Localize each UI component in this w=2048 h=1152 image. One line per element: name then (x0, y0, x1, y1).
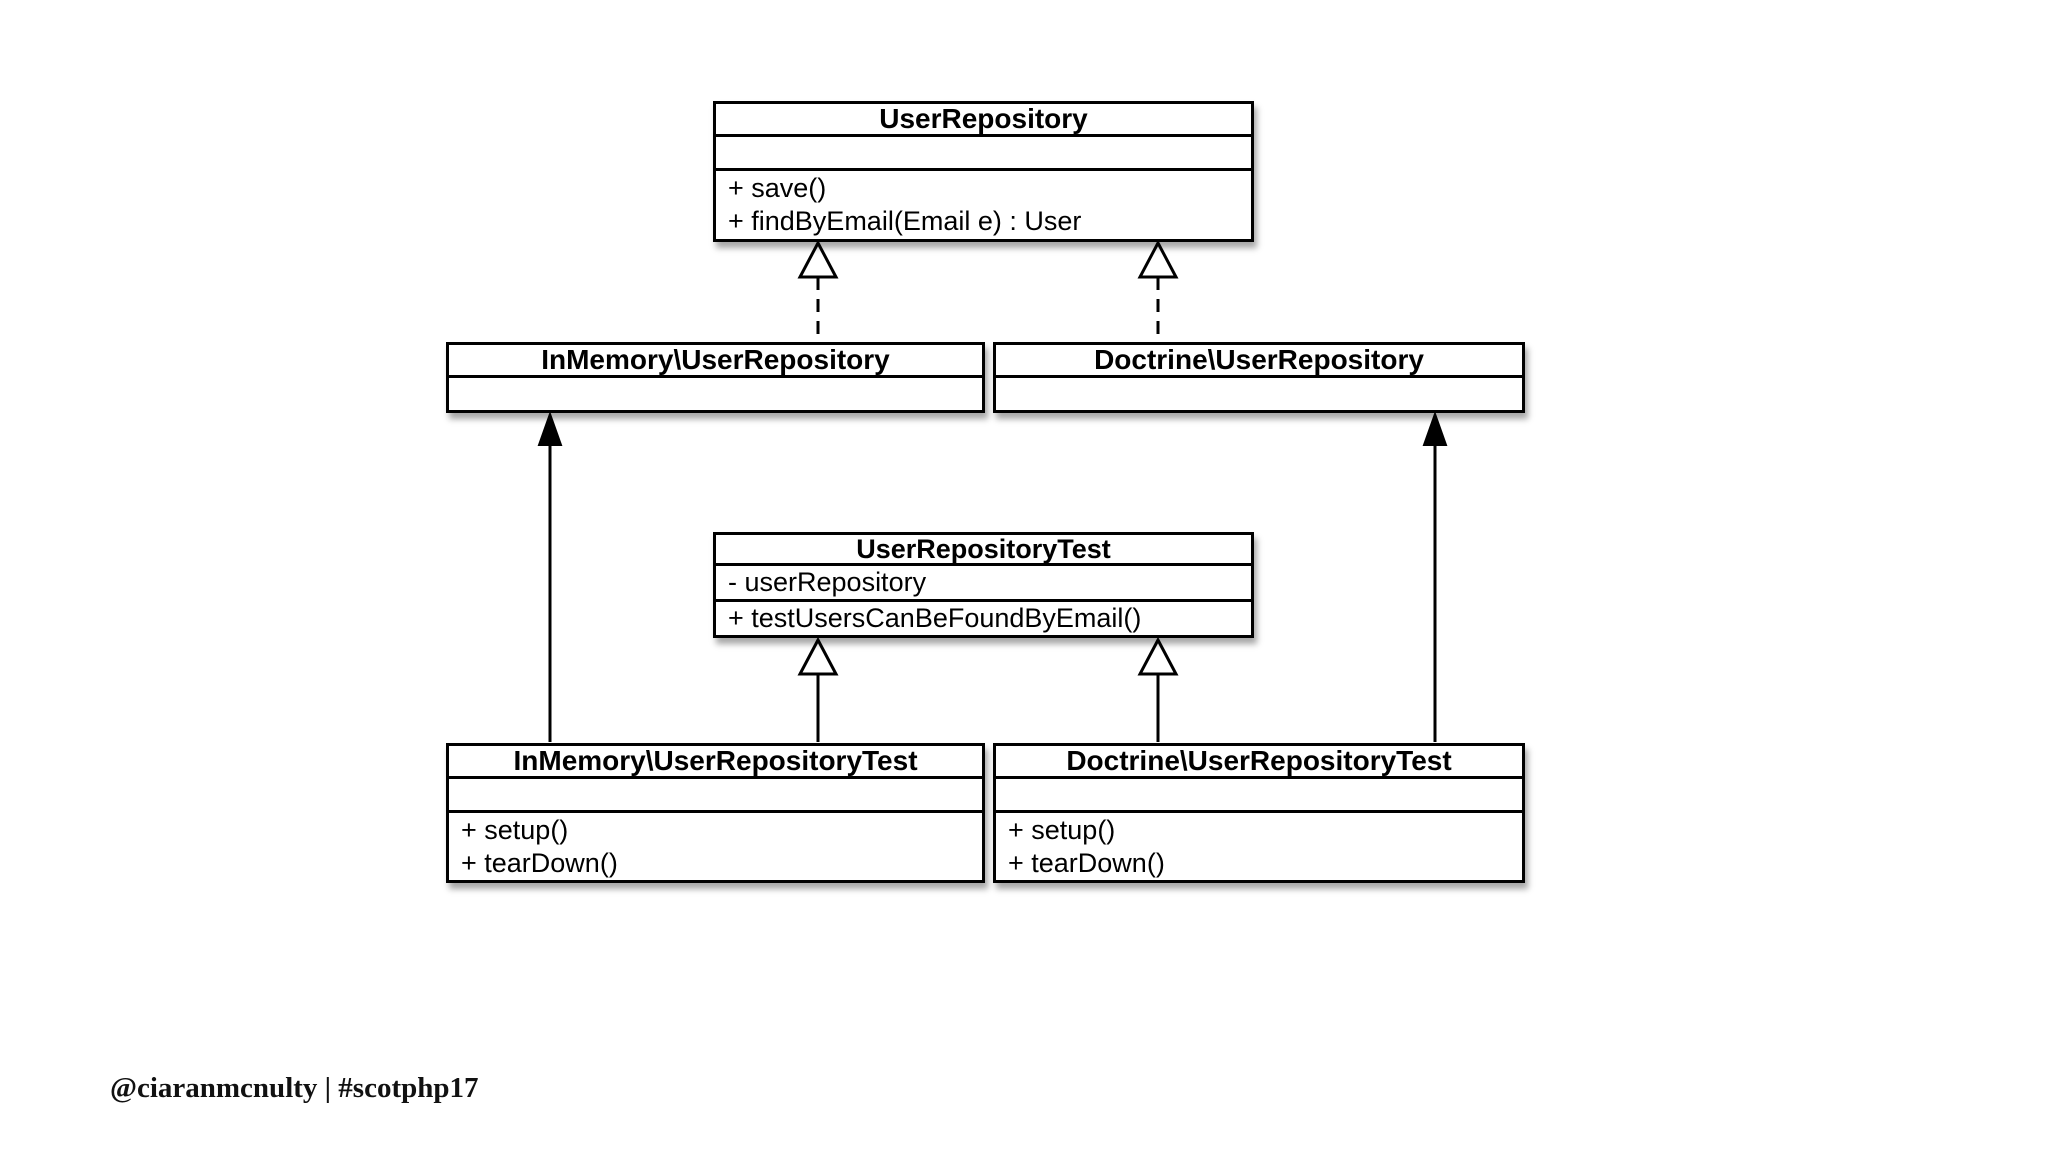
class-title: InMemory\UserRepositoryTest (449, 745, 982, 779)
method-line: + findByEmail(Email e) : User (728, 206, 1082, 236)
class-box-doctrine-userrepository: Doctrine\UserRepository (993, 342, 1525, 413)
methods-section: + save() + findByEmail(Email e) : User (716, 171, 1251, 239)
class-title: UserRepositoryTest (716, 534, 1251, 566)
attributes-section (996, 378, 1522, 410)
generalization-arrow-inmemory-test (797, 636, 839, 742)
method-line: + testUsersCanBeFoundByEmail() (728, 603, 1142, 633)
method-line: + tearDown() (461, 848, 618, 878)
association-arrow-doctrine (1422, 411, 1448, 742)
method-line: + tearDown() (1008, 848, 1165, 878)
association-arrow-inmemory (537, 411, 563, 742)
class-title: InMemory\UserRepository (449, 344, 982, 378)
methods-section: + testUsersCanBeFoundByEmail() (716, 602, 1251, 635)
class-title: UserRepository (716, 103, 1251, 137)
method-line: + setup() (461, 815, 569, 845)
class-box-userrepository: UserRepository + save() + findByEmail(Em… (713, 101, 1254, 242)
class-title: Doctrine\UserRepositoryTest (996, 745, 1522, 779)
class-box-doctrine-userrepositorytest: Doctrine\UserRepositoryTest + setup() + … (993, 743, 1525, 883)
class-title: Doctrine\UserRepository (996, 344, 1522, 378)
realization-arrow-doctrine-userrepository (1137, 239, 1179, 341)
attributes-section (996, 779, 1522, 813)
class-box-inmemory-userrepositorytest: InMemory\UserRepositoryTest + setup() + … (446, 743, 985, 883)
method-line: + save() (728, 173, 827, 203)
class-box-userrepositorytest: UserRepositoryTest - userRepository + te… (713, 532, 1254, 638)
methods-section: + setup() + tearDown() (996, 813, 1522, 880)
realization-arrow-inmemory-userrepository (797, 239, 839, 341)
method-line: + setup() (1008, 815, 1116, 845)
generalization-arrow-doctrine-test (1137, 636, 1179, 742)
attributes-section: - userRepository (716, 566, 1251, 602)
attributes-section (449, 779, 982, 813)
class-box-inmemory-userrepository: InMemory\UserRepository (446, 342, 985, 413)
footer-credit: @ciaranmcnulty | #scotphp17 (110, 1072, 479, 1104)
attributes-section (449, 378, 982, 410)
attribute-line: - userRepository (728, 567, 927, 597)
attributes-section (716, 137, 1251, 171)
methods-section: + setup() + tearDown() (449, 813, 982, 880)
